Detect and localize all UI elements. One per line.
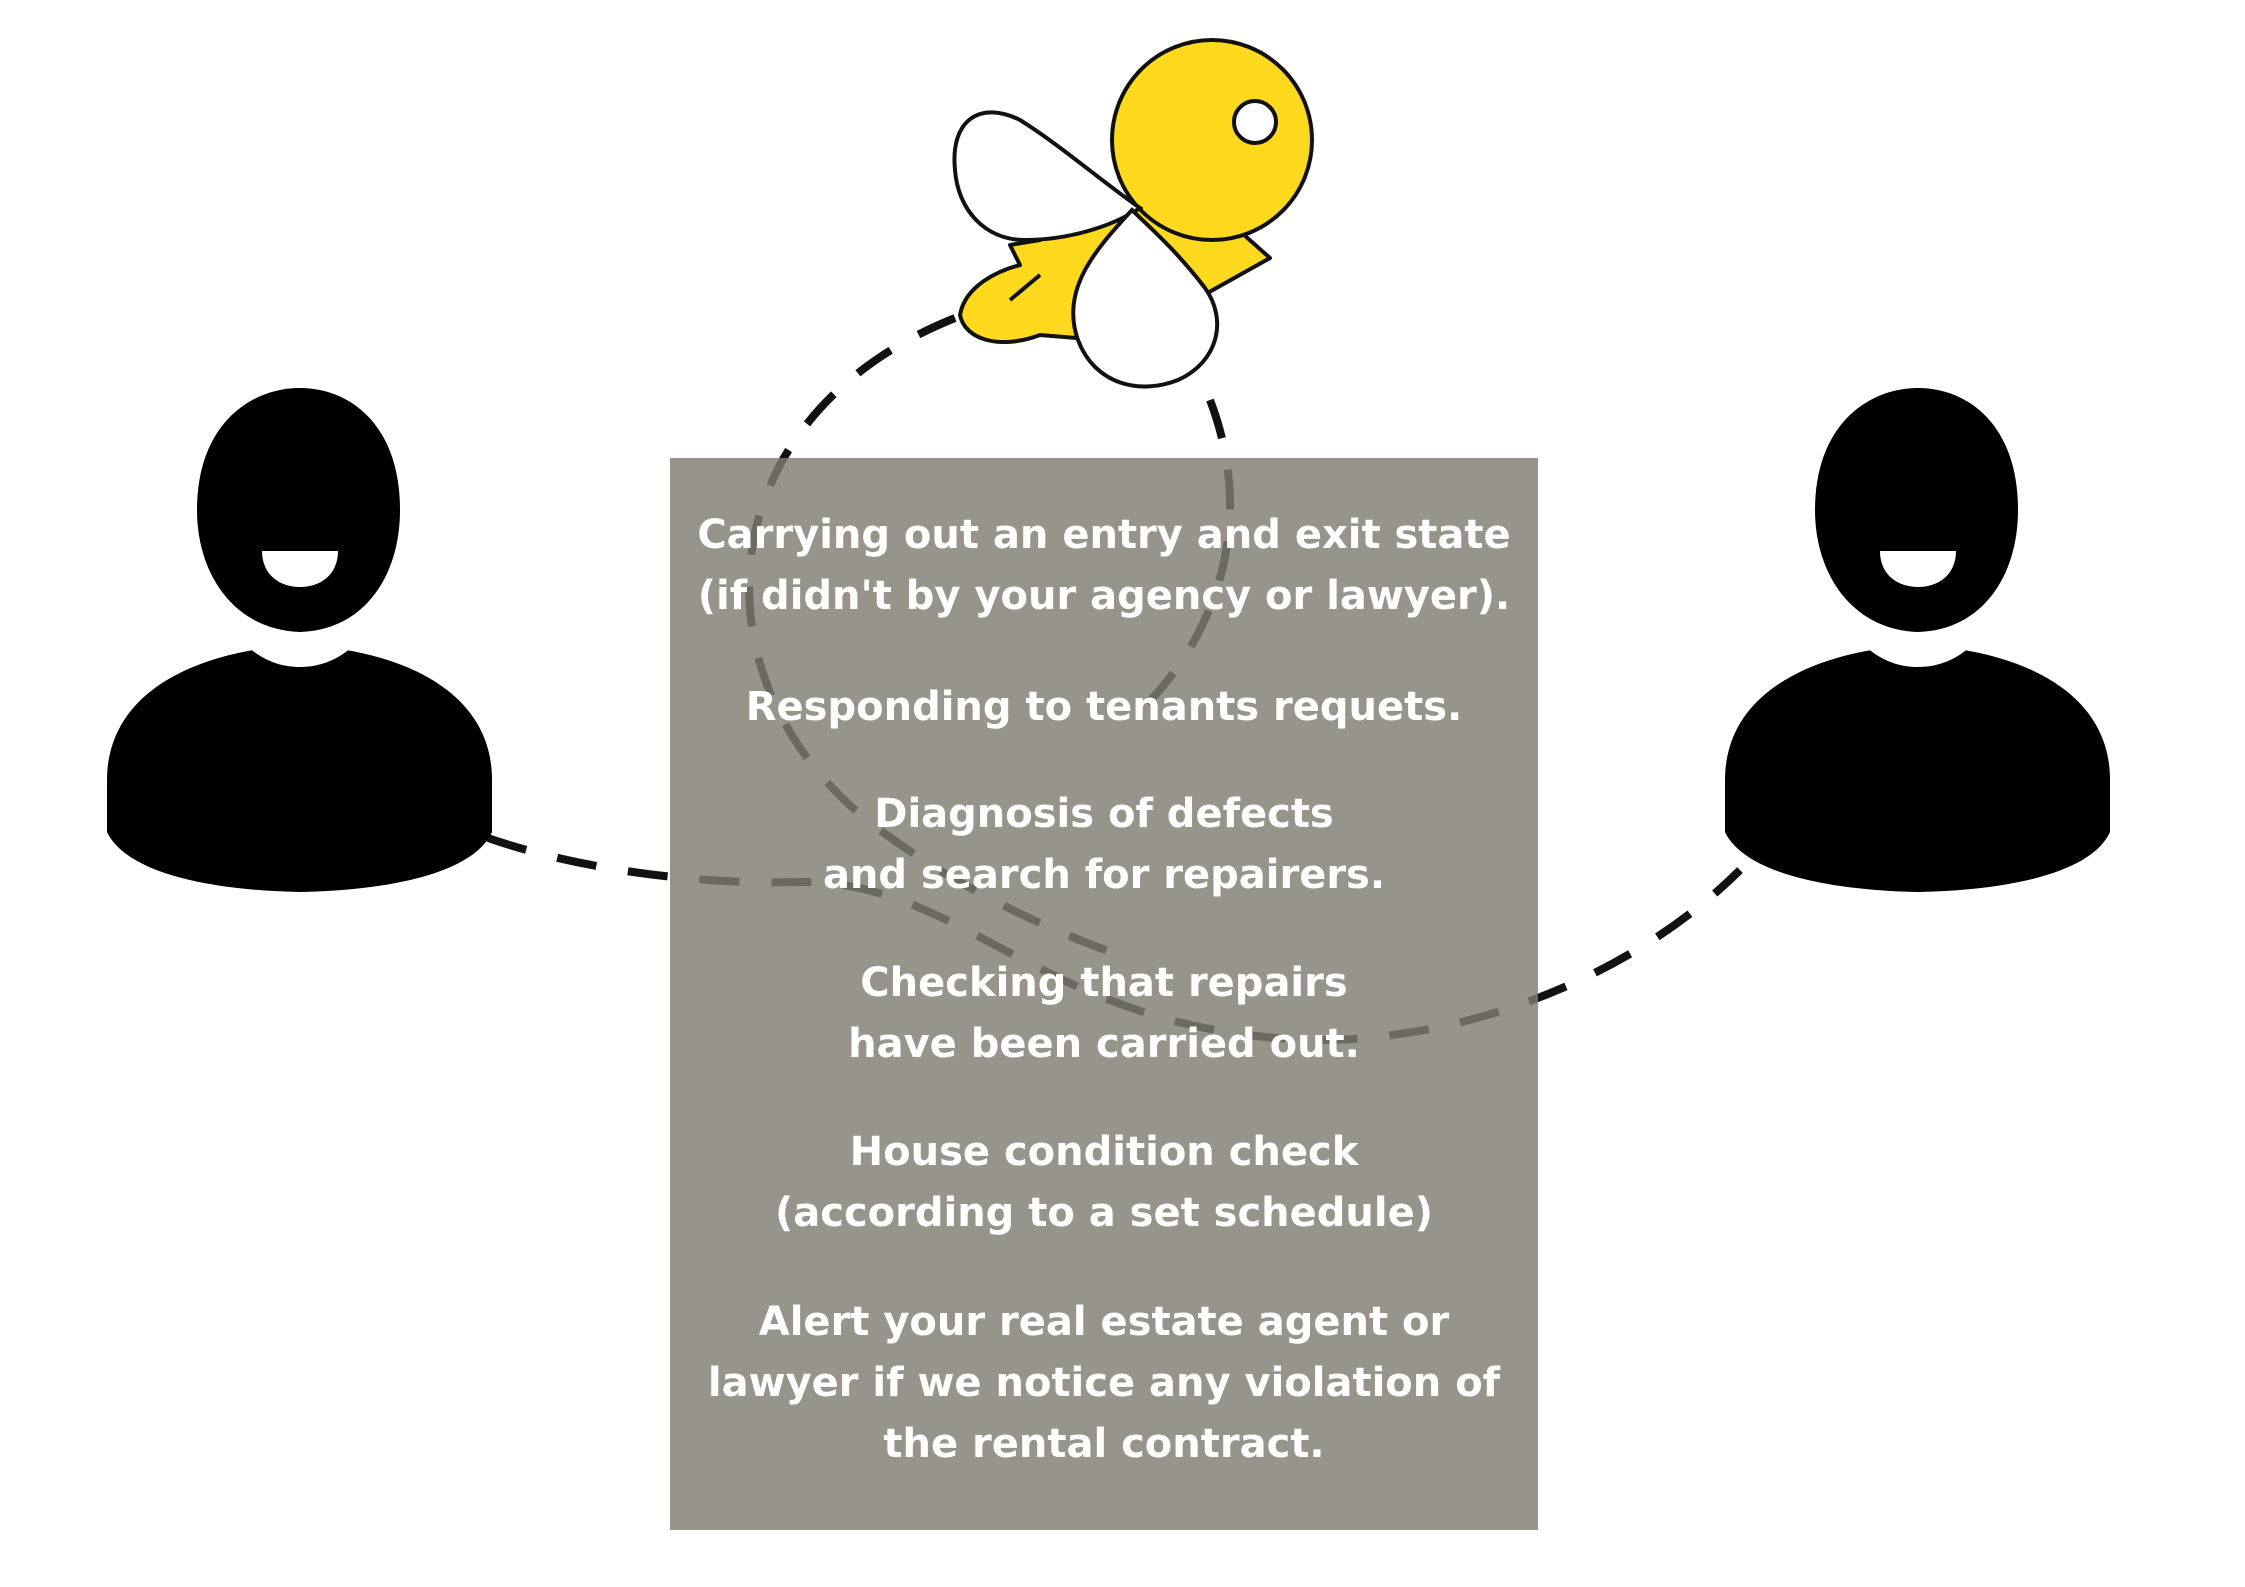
task-tenant-requests: Responding to tenants requets. — [745, 684, 1463, 730]
task-defect-diagnosis: Diagnosis of defects and search for repa… — [822, 791, 1386, 898]
cloverleaf-leaf — [952, 110, 1144, 243]
task-repair-check: Checking that repairs have been carried … — [848, 960, 1360, 1067]
task-list-panel — [670, 458, 1538, 1530]
key-icon — [952, 38, 1314, 389]
cloverleaf-leaf — [1071, 207, 1220, 389]
person-icon — [1725, 388, 2110, 892]
task-contract-alert: Alert your real estate agent or lawyer i… — [707, 1299, 1501, 1467]
task-house-condition: House condition check (according to a se… — [774, 1129, 1434, 1236]
person-icon — [107, 388, 492, 892]
task-entry-exit: Carrying out an entry and exit state (if… — [697, 512, 1511, 619]
